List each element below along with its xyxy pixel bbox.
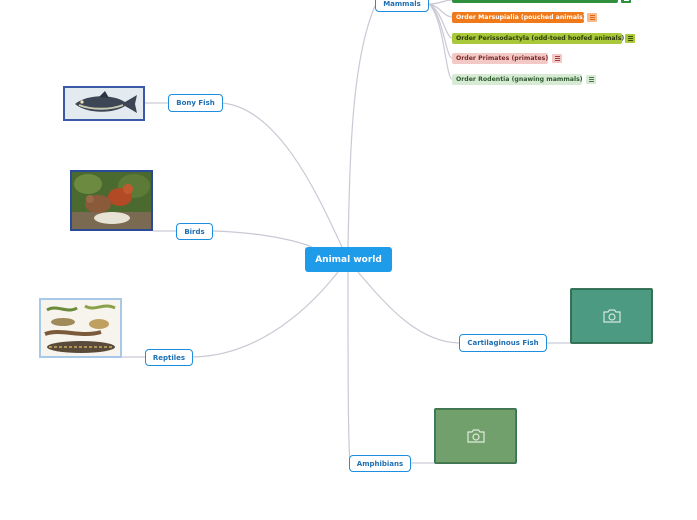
mammal-order-rodentia[interactable]: Order Rodentia (gnawing mammals) <box>452 74 583 85</box>
order-label: Order Primates (primates) <box>456 55 549 62</box>
notes-icon[interactable] <box>625 34 635 43</box>
link-birds <box>212 230 313 248</box>
cartilaginous-fish-image-placeholder[interactable] <box>570 288 653 344</box>
bird-icon <box>72 172 151 229</box>
mammal-order-cut-off[interactable] <box>452 0 618 3</box>
order-label: Order Perissodactyla (odd-toed hoofed an… <box>456 35 625 42</box>
link-cartilaginous <box>357 271 460 344</box>
central-topic[interactable]: Animal world <box>305 247 392 272</box>
branch-birds[interactable]: Birds <box>176 223 213 240</box>
order-label: Order Rodentia (gnawing mammals) <box>456 76 583 83</box>
camera-icon <box>602 309 621 323</box>
branch-amphibians[interactable]: Amphibians <box>349 455 411 472</box>
branch-cartilaginous-fish[interactable]: Cartilaginous Fish <box>459 334 547 352</box>
branch-label: Bony Fish <box>176 99 215 107</box>
notes-icon[interactable] <box>552 54 562 63</box>
reptile-icon <box>41 300 120 356</box>
reptiles-image[interactable] <box>39 298 122 358</box>
amphibians-image-placeholder[interactable] <box>434 408 517 464</box>
order-label: Order Marsupialia (pouched animals) <box>456 14 586 21</box>
branch-label: Amphibians <box>356 459 404 468</box>
mammal-order-perissodactyla[interactable]: Order Perissodactyla (odd-toed hoofed an… <box>452 33 625 44</box>
mammal-order-primates[interactable]: Order Primates (primates) <box>452 53 548 64</box>
branch-label: Cartilaginous Fish <box>467 339 539 347</box>
notes-icon[interactable] <box>586 75 596 84</box>
link-mammals <box>347 5 376 248</box>
branch-reptiles[interactable]: Reptiles <box>145 349 193 366</box>
birds-image[interactable] <box>70 170 153 231</box>
branch-label: Mammals <box>383 0 421 8</box>
central-label: Animal world <box>315 254 382 265</box>
fish-icon <box>65 88 143 119</box>
notes-icon[interactable] <box>587 13 597 22</box>
fish-image[interactable] <box>63 86 145 121</box>
link-bony-fish <box>221 102 343 248</box>
link-reptiles <box>192 271 339 358</box>
branch-bony-fish[interactable]: Bony Fish <box>168 94 223 112</box>
branch-label: Reptiles <box>152 353 186 362</box>
camera-icon <box>466 429 485 443</box>
branch-mammals[interactable]: Mammals <box>375 0 429 12</box>
notes-icon[interactable] <box>621 0 631 3</box>
branch-label: Birds <box>184 227 205 236</box>
mammal-order-marsupialia[interactable]: Order Marsupialia (pouched animals) <box>452 12 586 23</box>
link-amphibians <box>347 271 351 464</box>
